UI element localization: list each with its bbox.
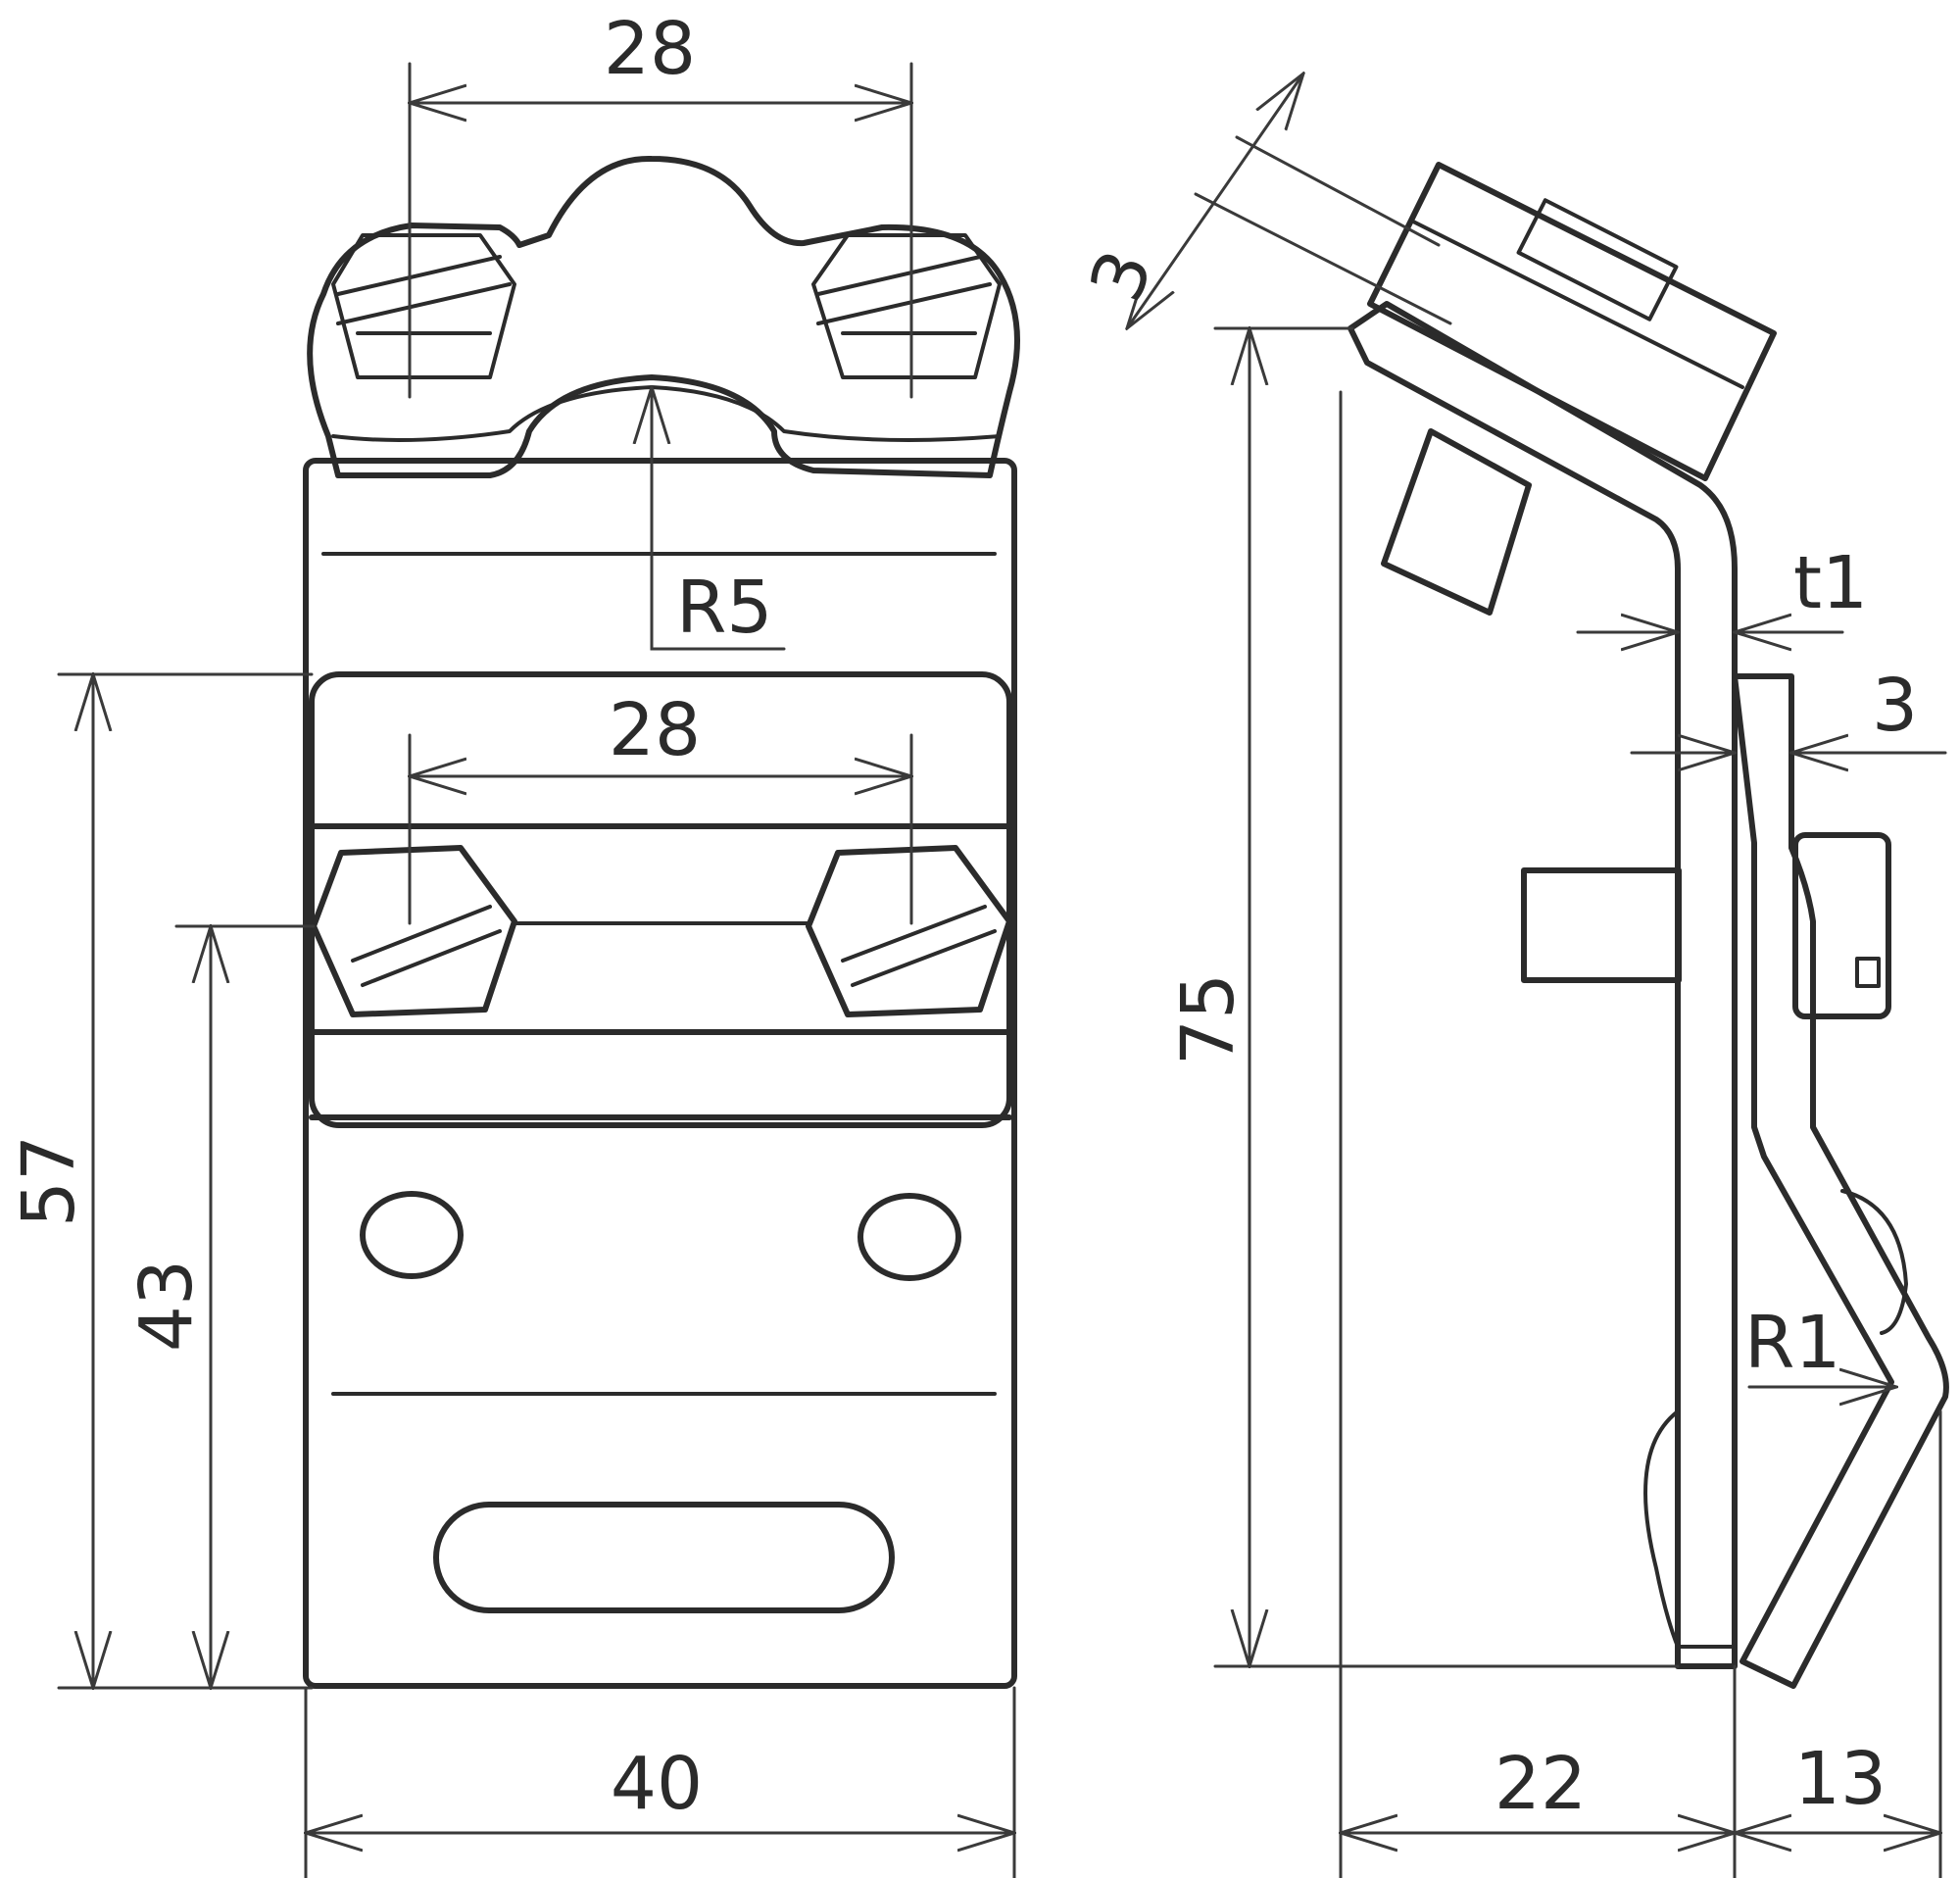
side-clamping-strap — [1732, 673, 1949, 1689]
front-top-left-bolt-slot-a — [336, 255, 502, 296]
front-dim-43-label: 43 — [124, 1260, 209, 1352]
front-dim-57-label: 57 — [7, 1135, 91, 1227]
side-dim-r1-label: R1 — [1744, 1301, 1841, 1385]
front-saddle-lower-edge — [331, 385, 1002, 442]
side-dim-t1-label: t1 — [1793, 541, 1868, 625]
front-mid-left-bolt-slot-b — [361, 929, 502, 987]
side-mid-bolt-stub — [1521, 867, 1682, 983]
side-top-bolt-shank — [1381, 428, 1532, 616]
side-top-clamp-inner-line — [1409, 219, 1744, 389]
side-dim-75-label: 75 — [1166, 973, 1250, 1065]
front-view: 28 R5 28 57 43 40 — [7, 7, 1020, 1878]
side-top-clamp-nut — [1516, 198, 1679, 321]
side-top-clamp-block — [1367, 162, 1777, 481]
side-dim-13-label: 13 — [1794, 1737, 1886, 1821]
front-mid-right-bolt — [806, 845, 1012, 1017]
front-top-right-bolt-slot-a — [816, 255, 982, 296]
front-slot-hole — [433, 1502, 895, 1613]
front-dim-40-label: 40 — [611, 1742, 703, 1826]
side-strap-nut — [1792, 832, 1891, 1019]
front-mid-left-bolt-slot-a — [351, 905, 492, 963]
front-top-left-bolt-slot-b — [336, 282, 512, 325]
front-body-outline — [303, 458, 1017, 1689]
side-strap-nut-slot — [1855, 957, 1881, 988]
front-top-left-bolt — [331, 233, 516, 379]
front-top-right-bolt-slot-b — [816, 282, 992, 325]
front-right-mount-hole — [858, 1193, 961, 1281]
front-left-mount-hole — [360, 1191, 464, 1279]
front-mid-right-bolt-slot-a — [841, 905, 987, 963]
front-top-right-bolt — [811, 233, 1002, 379]
front-dim-r5-label: R5 — [676, 566, 773, 650]
front-dim-28-top-label: 28 — [604, 7, 696, 91]
front-mid-right-bolt-slot-b — [851, 929, 997, 987]
front-dim-r5-leader — [652, 387, 786, 651]
side-dim-3-top-line — [1127, 74, 1303, 328]
side-dim-3-top-label: 3 — [1074, 240, 1169, 313]
front-clamp-plate — [309, 671, 1012, 1128]
side-dim-22-label: 22 — [1494, 1742, 1587, 1826]
side-strap-bolt-head-upper — [1840, 1189, 1908, 1335]
front-mid-left-bolt — [311, 845, 517, 1017]
side-strap-bolt-head-lower — [1643, 1409, 1680, 1649]
side-dim-3-strap-label: 3 — [1872, 664, 1918, 748]
side-bent-plate — [1348, 301, 1738, 1669]
side-view: 3 75 t1 3 R1 22 13 — [1074, 74, 1949, 1878]
front-saddle-clamp — [307, 155, 1020, 478]
front-dim-28-mid-label: 28 — [609, 688, 701, 772]
